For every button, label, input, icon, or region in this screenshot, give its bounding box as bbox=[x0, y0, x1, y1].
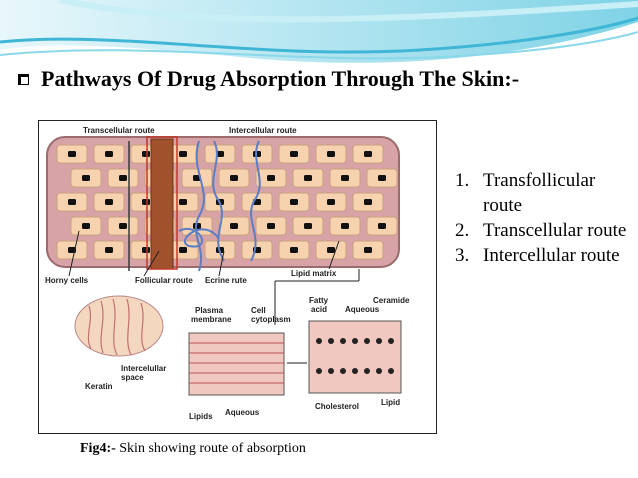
label-fatty-1: Fatty bbox=[309, 296, 329, 305]
routes-list: 1. Transfollicular route 2. Transcellular … bbox=[455, 168, 630, 268]
route-item-1: 1. Transfollicular route bbox=[455, 168, 630, 218]
label-follicular: Follicular route bbox=[135, 276, 193, 285]
label-intercellular-space-2: space bbox=[121, 373, 144, 382]
label-cell-2: cytoplasm bbox=[251, 315, 291, 324]
cell-nucleus bbox=[179, 151, 187, 157]
cell-nucleus bbox=[68, 199, 76, 205]
square-bullet-icon bbox=[18, 73, 29, 85]
cell-nucleus bbox=[364, 151, 372, 157]
cell-nucleus bbox=[142, 151, 150, 157]
label-intercellular: Intercellular route bbox=[229, 126, 297, 135]
label-ceramide: Ceramide bbox=[373, 296, 410, 305]
lipid-heads bbox=[316, 338, 394, 374]
label-cell-1: Cell bbox=[251, 306, 266, 315]
header-banner bbox=[0, 0, 638, 63]
label-aqueous-bottom: Aqueous bbox=[225, 408, 260, 417]
cell-nucleus bbox=[68, 151, 76, 157]
label-plasma-1: Plasma bbox=[195, 306, 224, 315]
label-aqueous-top: Aqueous bbox=[345, 305, 380, 314]
skin-diagram: Transcellular route Intercellular route … bbox=[38, 120, 437, 434]
route-item-3: 3. Intercellular route bbox=[455, 243, 630, 268]
bilayer-box-left bbox=[188, 332, 285, 396]
label-intercellular-space-1: Intercelullar bbox=[121, 364, 166, 373]
cell-nucleus bbox=[304, 223, 312, 229]
cell-nucleus bbox=[267, 223, 275, 229]
cell-nucleus bbox=[82, 175, 90, 181]
cell-nucleus bbox=[105, 247, 113, 253]
cell-nucleus bbox=[230, 175, 238, 181]
cell-nucleus bbox=[290, 247, 298, 253]
cell-nucleus bbox=[304, 175, 312, 181]
route-number: 1. bbox=[455, 170, 470, 191]
bilayer-box-right bbox=[308, 320, 402, 394]
cell-nucleus bbox=[327, 199, 335, 205]
cell-nucleus bbox=[290, 199, 298, 205]
cell-nucleus bbox=[341, 223, 349, 229]
route-number: 3. bbox=[455, 245, 470, 266]
route-label: Transfollicular route bbox=[483, 170, 596, 216]
cell-nucleus bbox=[105, 199, 113, 205]
cell-nucleus bbox=[290, 151, 298, 157]
cell-nucleus bbox=[327, 151, 335, 157]
horny-cell-grid bbox=[56, 144, 398, 260]
label-lipids: Lipids bbox=[189, 412, 213, 421]
slide-title-row: Pathways Of Drug Absorption Through The … bbox=[18, 62, 628, 96]
cell-nucleus bbox=[341, 175, 349, 181]
cell-nucleus bbox=[378, 223, 386, 229]
cell-nucleus bbox=[105, 151, 113, 157]
cell-nucleus bbox=[119, 223, 127, 229]
cell-nucleus bbox=[364, 247, 372, 253]
cell-nucleus bbox=[230, 223, 238, 229]
label-transcellular: Transcellular route bbox=[83, 126, 155, 135]
cell-nucleus bbox=[327, 247, 335, 253]
skin-diagram-svg: Transcellular route Intercellular route … bbox=[45, 126, 410, 421]
route-label: Intercellular route bbox=[483, 245, 620, 266]
label-keratin: Keratin bbox=[85, 382, 113, 391]
cell-nucleus bbox=[364, 199, 372, 205]
caption-text: Skin showing route of absorption bbox=[115, 441, 306, 456]
keratin-cell-zoom bbox=[74, 295, 164, 357]
bilayer-stripes-left bbox=[189, 342, 284, 384]
label-cholesterol: Cholesterol bbox=[315, 402, 359, 411]
cell-nucleus bbox=[216, 151, 224, 157]
route-label: Transcellular route bbox=[483, 220, 627, 241]
cell-nucleus bbox=[142, 247, 150, 253]
cell-nucleus bbox=[179, 247, 187, 253]
connector-lines bbox=[68, 230, 360, 364]
route-number: 2. bbox=[455, 220, 470, 241]
label-ecrine: Ecrine rute bbox=[205, 276, 247, 285]
label-lipid-matrix: Lipid matrix bbox=[291, 269, 337, 278]
intercellular-route-line-1 bbox=[212, 140, 225, 262]
cell-nucleus bbox=[378, 175, 386, 181]
follicular-route-outline bbox=[146, 136, 178, 270]
hair-follicle bbox=[150, 138, 174, 270]
slide-title: Pathways Of Drug Absorption Through The … bbox=[41, 66, 520, 91]
label-fatty-2: acid bbox=[311, 305, 327, 314]
label-plasma-2: membrane bbox=[191, 315, 232, 324]
cell-nucleus bbox=[119, 175, 127, 181]
cell-nucleus bbox=[267, 175, 275, 181]
keratin-fibers bbox=[87, 298, 146, 356]
cell-nucleus bbox=[82, 223, 90, 229]
route-item-2: 2. Transcellular route bbox=[455, 218, 630, 243]
intercellular-route-line-2 bbox=[250, 140, 261, 262]
figure-caption: Fig4:- Skin showing route of absorption bbox=[80, 441, 306, 457]
label-horny-cells: Horny cells bbox=[45, 276, 89, 285]
ecrine-gland-coil bbox=[178, 228, 220, 248]
ecrine-route-line bbox=[194, 140, 205, 272]
caption-prefix: Fig4:- bbox=[80, 441, 116, 456]
cell-nucleus bbox=[142, 199, 150, 205]
label-lipid: Lipid bbox=[381, 398, 400, 407]
cell-nucleus bbox=[179, 199, 187, 205]
